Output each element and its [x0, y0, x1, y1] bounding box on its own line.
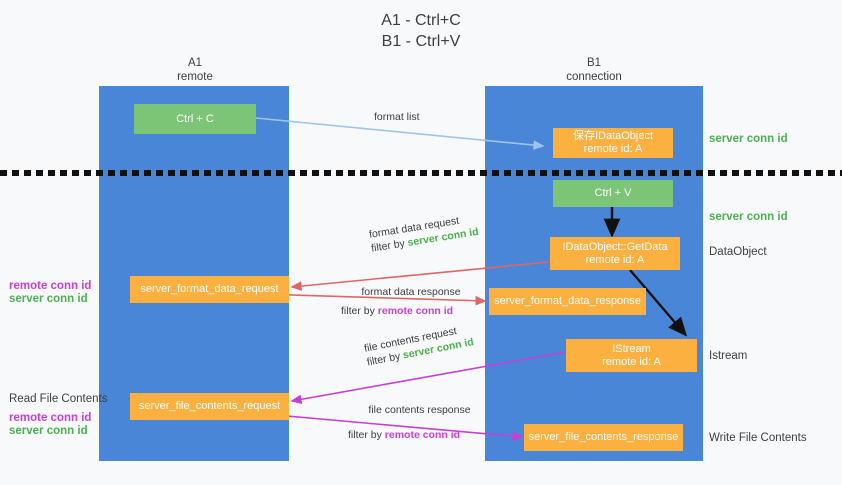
node-save-dataobject-line1: 保存IDataObject [572, 130, 654, 142]
filter-key-remote-conn-id: remote conn id [377, 305, 454, 317]
edge-label-file-contents-response: file contents response filter by remote … [348, 403, 491, 442]
node-server-format-data-response-label: server_format_data_response [494, 295, 641, 307]
node-ctrl-c-label: Ctrl + C [176, 112, 214, 125]
node-istream-line1: IStream [612, 342, 651, 355]
diagram-title: A1 - Ctrl+C B1 - Ctrl+V [0, 10, 842, 52]
annotation-remote-conn-id-upper: remote conn id [9, 280, 92, 292]
filter-key-remote-conn-id: remote conn id [384, 429, 461, 441]
annotation-server-conn-id-second: server conn id [709, 211, 788, 223]
node-server-format-data-response[interactable]: server_format_data_response [489, 288, 646, 315]
node-server-file-contents-response-label: server_file_contents_response [528, 431, 679, 443]
node-server-file-contents-response[interactable]: server_file_contents_response [524, 424, 683, 451]
node-save-dataobject[interactable]: 保存IDataObject remote id: A [553, 128, 673, 158]
node-server-file-contents-request[interactable]: server_file_contents_request [130, 393, 289, 420]
node-ctrl-v[interactable]: Ctrl + V [553, 180, 673, 207]
edge-label-file-contents-response-text: file contents response [368, 404, 471, 416]
column-left-role: remote [177, 70, 213, 83]
node-ctrl-c[interactable]: Ctrl + C [134, 104, 256, 134]
node-server-format-data-request[interactable]: server_format_data_request [130, 276, 289, 303]
column-header-left: A1 remote [115, 57, 275, 84]
node-ctrl-v-label: Ctrl + V [594, 187, 632, 199]
annotation-remote-conn-id-lower: remote conn id [9, 412, 92, 424]
annotation-server-conn-id-top: server conn id [709, 133, 788, 145]
node-getdata[interactable]: IDataObject::GetData remote id: A [550, 237, 680, 270]
edge-label-format-data-request: format data request filter by server con… [368, 211, 480, 256]
node-istream[interactable]: IStream remote id: A [566, 339, 697, 372]
edge-label-file-contents-response-filter: filter by remote conn id [348, 428, 491, 442]
filter-prefix: filter by [348, 429, 385, 441]
filter-prefix: filter by [341, 305, 378, 317]
title-line-1: A1 - Ctrl+C [381, 12, 461, 29]
annotation-istream: Istream [709, 350, 748, 362]
edge-label-format-data-response-text: format data response [361, 286, 461, 298]
column-right-role: connection [566, 70, 622, 83]
annotation-server-conn-id-lower: server conn id [9, 425, 88, 437]
annotation-dataobject: DataObject [709, 246, 767, 258]
edge-label-format-list: format list [374, 111, 420, 123]
column-left-name: A1 [187, 57, 203, 69]
column-header-right: B1 connection [514, 57, 674, 84]
edge-label-format-data-response: format data response filter by remote co… [341, 285, 481, 318]
node-istream-line2: remote id: A [602, 355, 661, 368]
phase-divider [0, 170, 842, 176]
annotation-write-file-contents: Write File Contents [709, 432, 807, 444]
node-server-file-contents-request-label: server_file_contents_request [138, 400, 281, 412]
node-getdata-line1: IDataObject::GetData [562, 240, 668, 253]
column-right-name: B1 [586, 57, 602, 69]
annotation-read-file-contents: Read File Contents [9, 393, 108, 405]
annotation-server-conn-id-upper: server conn id [9, 293, 88, 305]
node-server-format-data-request-label: server_format_data_request [140, 283, 279, 295]
edge-label-format-data-response-filter: filter by remote conn id [341, 304, 481, 318]
node-save-dataobject-line2: remote id: A [583, 143, 643, 155]
node-getdata-line2: remote id: A [585, 253, 645, 266]
title-line-2: B1 - Ctrl+V [381, 33, 461, 50]
edge-label-file-contents-request: file contents request filter by server c… [363, 321, 475, 369]
